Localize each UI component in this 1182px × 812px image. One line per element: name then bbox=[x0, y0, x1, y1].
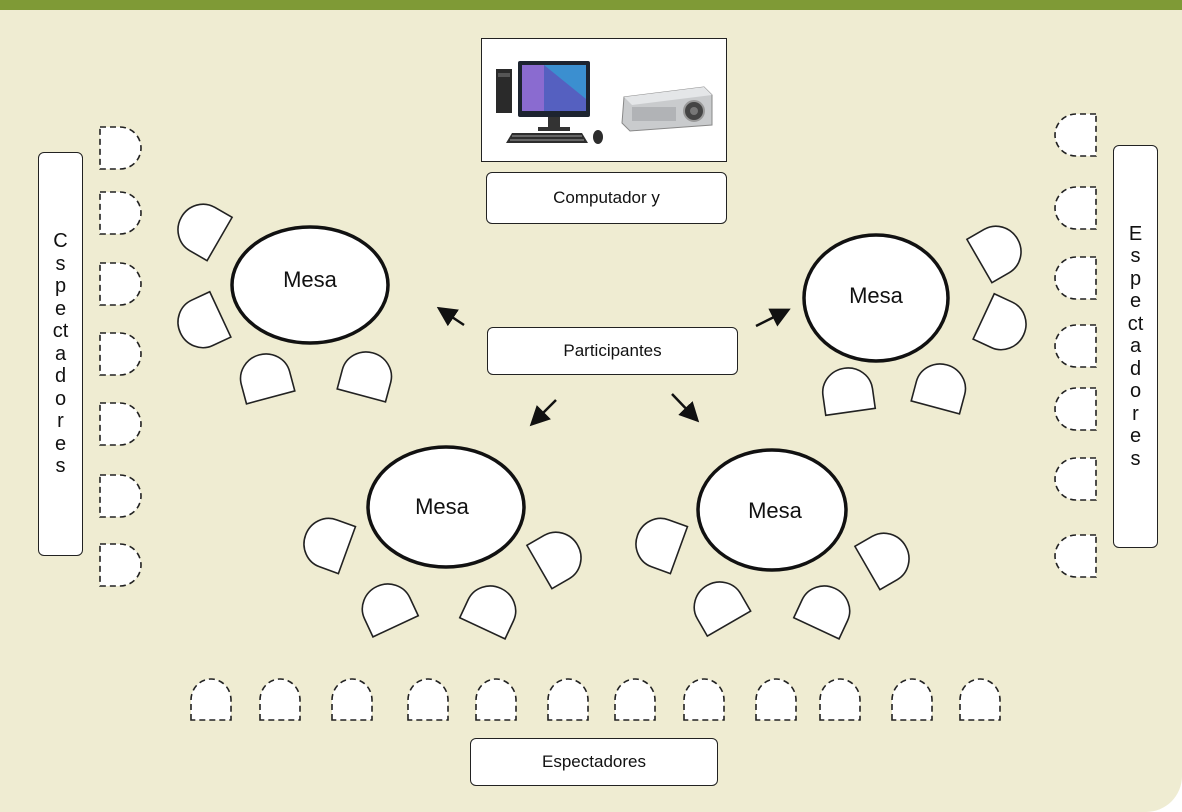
spectator-chair bbox=[331, 678, 373, 721]
right-letter: o bbox=[1129, 380, 1142, 403]
spectator-chair bbox=[683, 678, 725, 721]
left-letter: ct bbox=[52, 320, 69, 343]
right-letter: p bbox=[1129, 267, 1142, 290]
table-shape bbox=[366, 445, 526, 569]
participant-chair bbox=[910, 363, 967, 415]
spectator-chair bbox=[1054, 113, 1097, 157]
right-letter: d bbox=[1129, 357, 1142, 380]
table-shape bbox=[696, 448, 848, 572]
right-letter: a bbox=[1129, 335, 1142, 358]
left-letter: p bbox=[54, 275, 67, 298]
left-letter: s bbox=[55, 252, 66, 275]
spectator-chair bbox=[1054, 186, 1097, 230]
equipment-label-box: Computador y bbox=[486, 172, 727, 224]
participant-chair bbox=[336, 351, 393, 403]
spectator-chair bbox=[1054, 387, 1097, 431]
left-letter: o bbox=[54, 387, 67, 410]
participant-chair bbox=[965, 225, 1022, 284]
right-letter: e bbox=[1129, 290, 1142, 313]
spectator-chair bbox=[99, 332, 142, 376]
participant-chair bbox=[792, 585, 851, 640]
direction-arrow bbox=[436, 306, 465, 327]
participant-chair bbox=[821, 367, 877, 417]
left-letter: s bbox=[55, 455, 66, 478]
participant-chair bbox=[458, 585, 517, 640]
spectator-chair bbox=[891, 678, 933, 721]
table-shape bbox=[230, 225, 390, 345]
left-letter: C bbox=[53, 230, 68, 253]
participant-chair bbox=[303, 517, 357, 575]
desktop-computer-icon bbox=[496, 61, 603, 144]
participant-chair bbox=[525, 531, 582, 590]
table-label: Mesa bbox=[849, 283, 903, 308]
right-letter: s bbox=[1130, 447, 1141, 470]
spectator-chair bbox=[99, 191, 142, 235]
direction-arrow bbox=[755, 308, 791, 328]
spectator-chair bbox=[755, 678, 797, 721]
table-label: Mesa bbox=[415, 494, 469, 519]
direction-arrow bbox=[671, 393, 700, 423]
spectator-chair bbox=[99, 474, 142, 518]
table-label: Mesa bbox=[748, 498, 802, 523]
left-spectators-label-box: C s p e ct a d o r e s bbox=[38, 152, 83, 556]
spectator-chair bbox=[1054, 534, 1097, 578]
participant-chair bbox=[239, 353, 296, 405]
spectator-chair bbox=[959, 678, 1001, 721]
right-letter: E bbox=[1128, 222, 1143, 245]
left-letter: a bbox=[54, 342, 67, 365]
right-letter: ct bbox=[1127, 312, 1144, 335]
left-letter: d bbox=[54, 365, 67, 388]
equipment-picture bbox=[481, 38, 727, 162]
spectator-chair bbox=[99, 543, 142, 587]
participant-chair bbox=[177, 290, 232, 349]
participant-chair bbox=[177, 203, 234, 262]
bottom-spectators-label: Espectadores bbox=[542, 752, 646, 771]
participants-label: Participantes bbox=[563, 341, 662, 360]
equipment-label: Computador y bbox=[553, 188, 660, 207]
bottom-spectators-label-box: Espectadores bbox=[470, 738, 718, 786]
spectator-chair bbox=[614, 678, 656, 721]
direction-arrow bbox=[529, 399, 557, 427]
spectator-chair bbox=[99, 262, 142, 306]
participant-chair bbox=[853, 532, 910, 591]
spectator-chair bbox=[1054, 457, 1097, 501]
participant-chair bbox=[635, 517, 689, 575]
equipment-svg bbox=[496, 61, 713, 144]
spectator-chair bbox=[99, 126, 142, 170]
left-letter: r bbox=[57, 410, 64, 433]
projector-icon bbox=[621, 86, 713, 132]
right-letter: r bbox=[1132, 402, 1139, 425]
left-letter: e bbox=[54, 297, 67, 320]
right-letter: e bbox=[1129, 425, 1142, 448]
left-letter: e bbox=[54, 432, 67, 455]
right-spectators-label-box: E s p e ct a d o r e s bbox=[1113, 145, 1158, 548]
table-shape bbox=[802, 233, 950, 363]
participants-label-box: Participantes bbox=[487, 327, 738, 375]
spectator-chair bbox=[475, 678, 517, 721]
participant-chair bbox=[361, 583, 420, 638]
participant-chair bbox=[972, 292, 1027, 351]
spectator-chair bbox=[1054, 256, 1097, 300]
right-letter: s bbox=[1130, 245, 1141, 268]
spectator-chair bbox=[1054, 324, 1097, 368]
table-label: Mesa bbox=[283, 267, 337, 292]
participant-chair bbox=[693, 581, 752, 638]
spectator-chair bbox=[99, 402, 142, 446]
spectator-chair bbox=[259, 678, 301, 721]
spectator-chair bbox=[819, 678, 861, 721]
spectator-chair bbox=[547, 678, 589, 721]
spectator-chair bbox=[190, 678, 232, 721]
spectator-chair bbox=[407, 678, 449, 721]
